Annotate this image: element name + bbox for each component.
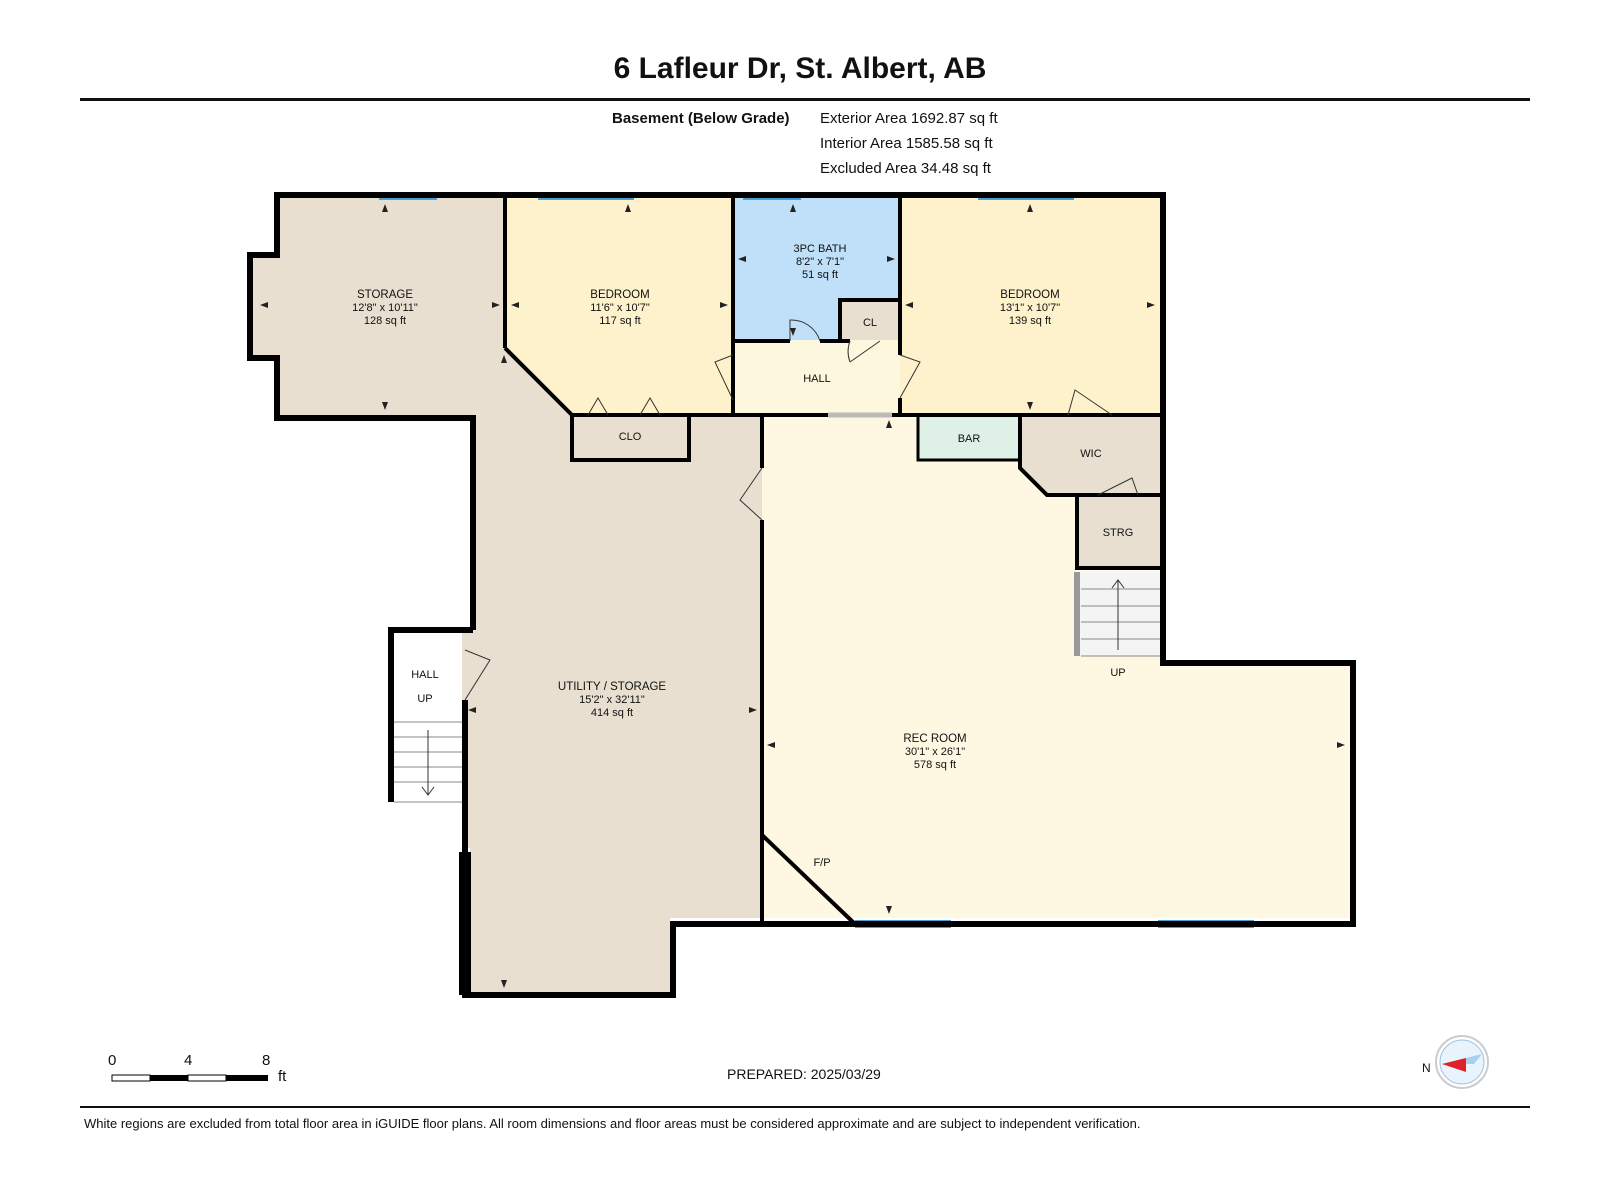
room-labels: STORAGE 12'8" x 10'11" 128 sq ft BEDROOM… <box>352 243 1133 869</box>
clo-label: CLO <box>619 431 642 443</box>
clo-fill <box>572 415 689 460</box>
wic-label: WIC <box>1080 448 1101 460</box>
rec-name: REC ROOM <box>903 733 966 745</box>
up-right-label: UP <box>1110 667 1125 679</box>
bedroom2-name: BEDROOM <box>1000 289 1059 301</box>
excluded-area: Excluded Area 34.48 sq ft <box>820 160 991 177</box>
utility-fill <box>462 348 762 992</box>
bedroom1-dims: 11'6" x 10'7" <box>590 302 650 314</box>
wall <box>247 195 476 630</box>
footer-divider <box>80 1106 1530 1108</box>
dimension-markers <box>260 204 1345 988</box>
bath-area: 51 sq ft <box>802 269 838 281</box>
door-swing <box>789 319 821 342</box>
bedroom1-name: BEDROOM <box>590 289 649 301</box>
wall <box>838 298 900 341</box>
walls <box>247 192 1356 998</box>
bedroom1-area: 117 sq ft <box>599 315 640 327</box>
door-swing <box>739 467 763 521</box>
compass-icon: N <box>1422 1035 1489 1089</box>
hall-top-label: HALL <box>803 373 831 385</box>
hall-left-label: HALL <box>411 669 439 681</box>
room-fills <box>253 198 1350 992</box>
floor-name: Basement (Below Grade) <box>612 110 790 127</box>
door-swing <box>847 340 881 363</box>
bedroom2-fill <box>900 198 1160 415</box>
scale-label-8: 8 <box>262 1052 271 1069</box>
bedroom1-fill <box>505 198 733 415</box>
scale-bar <box>111 1074 268 1082</box>
storage-name: STORAGE <box>357 289 413 301</box>
door-swing <box>899 354 921 399</box>
storage-area: 128 sq ft <box>364 315 406 327</box>
cl-label: CL <box>863 317 877 329</box>
door-swing <box>1067 389 1113 416</box>
scale-unit: ft <box>278 1068 287 1085</box>
door-swing <box>587 397 609 416</box>
bar-fill <box>918 415 1020 460</box>
hall-top-fill <box>733 340 900 415</box>
bath-name: 3PC BATH <box>794 243 847 255</box>
scale-label-4: 4 <box>184 1052 193 1069</box>
stairs-right <box>1074 572 1160 657</box>
title-divider <box>80 98 1530 101</box>
rec-area: 578 sq ft <box>914 759 956 771</box>
storage-dims: 12'8" x 10'11" <box>352 302 418 314</box>
strg-label: STRG <box>1103 527 1134 539</box>
door-swing <box>1097 477 1139 496</box>
wall <box>1018 415 1163 497</box>
utility-area: 414 sq ft <box>591 707 633 719</box>
bedroom2-area: 139 sq ft <box>1009 315 1051 327</box>
fp-label: F/P <box>813 857 830 869</box>
page-title: 6 Lafleur Dr, St. Albert, AB <box>613 52 987 85</box>
rec-fill <box>762 415 1350 918</box>
bath-dims: 8'2" x 7'1" <box>796 256 844 268</box>
prepared-date: PREPARED: 2025/03/29 <box>727 1066 881 1082</box>
exterior-area: Exterior Area 1692.87 sq ft <box>820 110 998 127</box>
up-left-label: UP <box>417 693 432 705</box>
bar-label: BAR <box>958 433 981 445</box>
utility-dims: 15'2" x 32'11" <box>579 694 645 706</box>
doors <box>464 319 1139 701</box>
rec-dims: 30'1" x 26'1" <box>905 746 965 758</box>
compass-n: N <box>1422 1061 1431 1075</box>
wall <box>760 833 857 926</box>
stairs-left <box>394 721 462 803</box>
wall <box>462 195 1356 998</box>
door-swing <box>639 397 661 416</box>
wall <box>916 415 1020 462</box>
wall <box>388 627 473 802</box>
bedroom2-dims: 13'1" x 10'7" <box>1000 302 1060 314</box>
interior-area: Interior Area 1585.58 sq ft <box>820 135 993 152</box>
storage-fill <box>253 198 505 415</box>
wall <box>570 415 691 462</box>
scale-label-0: 0 <box>108 1052 117 1069</box>
wic-fill <box>1020 415 1160 495</box>
door-swing <box>464 649 491 701</box>
cl-fill <box>840 300 900 340</box>
footer-disclaimer: White regions are excluded from total fl… <box>84 1116 1141 1131</box>
utility-name: UTILITY / STORAGE <box>558 681 667 693</box>
wall <box>1075 495 1163 570</box>
door-swing <box>714 354 734 401</box>
strg-fill <box>1077 495 1160 568</box>
